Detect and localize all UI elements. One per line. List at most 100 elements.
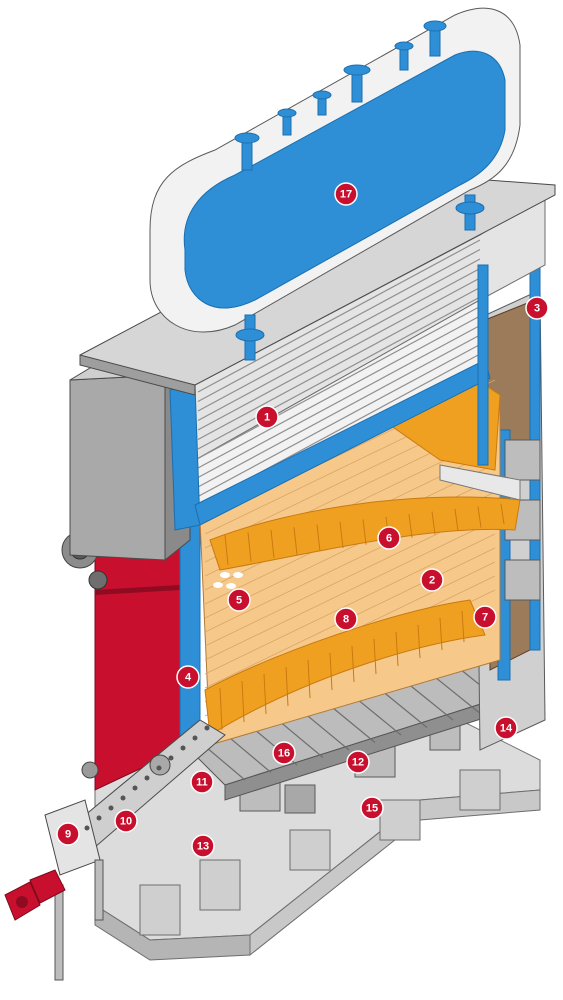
arch-brick bbox=[219, 687, 223, 731]
fuel-feeder bbox=[4, 719, 226, 981]
tube-line bbox=[197, 334, 481, 488]
tube-line bbox=[197, 296, 481, 450]
arch-brick bbox=[316, 524, 321, 552]
marker-label: 10 bbox=[120, 816, 132, 828]
tube-line bbox=[197, 343, 481, 498]
chain-link bbox=[84, 825, 90, 831]
air-nozzle bbox=[439, 464, 521, 501]
arch-brick bbox=[461, 610, 465, 643]
chain-link bbox=[156, 765, 162, 771]
arch-brick bbox=[431, 511, 436, 535]
arch-brick bbox=[241, 680, 245, 723]
arch-brick bbox=[307, 659, 311, 699]
tube-line bbox=[197, 248, 481, 403]
chain-link bbox=[132, 785, 138, 791]
grate-link bbox=[433, 675, 480, 713]
arch-brick bbox=[293, 527, 298, 555]
arch-brick bbox=[500, 503, 505, 525]
marker-6: 6 bbox=[377, 526, 401, 550]
arch-brick bbox=[339, 521, 344, 549]
chain-link bbox=[144, 775, 150, 781]
chain-link bbox=[96, 815, 102, 821]
marker-label: 14 bbox=[500, 723, 513, 735]
grate-link bbox=[303, 712, 350, 751]
grate-link bbox=[407, 683, 454, 721]
marker-label: 9 bbox=[65, 829, 71, 841]
marker-label: 11 bbox=[196, 777, 208, 789]
marker-7: 7 bbox=[473, 605, 497, 629]
marker-label: 1 bbox=[264, 412, 270, 424]
grate-link bbox=[355, 697, 402, 736]
marker-3: 3 bbox=[525, 296, 549, 320]
arch-brick bbox=[408, 514, 413, 538]
marker-8: 8 bbox=[334, 607, 358, 631]
arch-brick bbox=[351, 645, 355, 683]
marker-17: 17 bbox=[334, 182, 358, 206]
marker-1: 1 bbox=[255, 405, 279, 429]
marker-4: 4 bbox=[176, 665, 200, 689]
marker-9: 9 bbox=[56, 822, 80, 846]
lower-arch-bricks bbox=[219, 610, 465, 731]
marker-13: 13 bbox=[191, 834, 215, 858]
arch-brick bbox=[263, 673, 267, 715]
marker-label: 5 bbox=[236, 595, 242, 607]
chain-link bbox=[192, 735, 198, 741]
marker-label: 2 bbox=[429, 575, 435, 587]
arch-brick bbox=[477, 506, 482, 528]
chain-link bbox=[168, 755, 174, 761]
tube-lines bbox=[197, 239, 481, 517]
marker-label: 13 bbox=[197, 841, 209, 853]
marker-10: 10 bbox=[114, 809, 138, 833]
arch-brick bbox=[224, 534, 229, 566]
marker-label: 17 bbox=[340, 189, 352, 201]
grate-link bbox=[381, 690, 428, 728]
arch-brick bbox=[417, 624, 421, 659]
arch-brick bbox=[454, 508, 459, 532]
drive-motor-icon bbox=[4, 869, 66, 921]
marker-16: 16 bbox=[272, 741, 296, 765]
tube-line bbox=[197, 324, 481, 479]
marker-11: 11 bbox=[190, 770, 214, 794]
lower-arch bbox=[204, 599, 486, 736]
arch-brick bbox=[395, 631, 399, 667]
air-holes bbox=[213, 572, 243, 589]
brick-line bbox=[204, 519, 496, 661]
side-wall bbox=[94, 509, 201, 791]
marker-label: 6 bbox=[386, 533, 392, 545]
marker-label: 16 bbox=[278, 748, 290, 760]
tube-line bbox=[197, 258, 481, 412]
arch-brick bbox=[270, 529, 275, 559]
arch-brick bbox=[329, 652, 333, 691]
tube-line bbox=[197, 239, 481, 393]
marker-14: 14 bbox=[494, 716, 518, 740]
chain-link bbox=[120, 795, 126, 801]
arch-brick bbox=[439, 617, 443, 651]
chain-link bbox=[108, 805, 114, 811]
tube-line bbox=[197, 267, 481, 422]
water-walls bbox=[169, 264, 491, 531]
tube-line bbox=[197, 286, 481, 441]
grate-link bbox=[225, 734, 272, 773]
arch-brick bbox=[362, 519, 367, 545]
marker-label: 3 bbox=[534, 303, 540, 315]
marker-2: 2 bbox=[420, 568, 444, 592]
arch-brick bbox=[247, 532, 252, 562]
tube-line bbox=[197, 315, 481, 469]
marker-label: 15 bbox=[366, 803, 378, 815]
chain-link bbox=[180, 745, 186, 751]
tube-line bbox=[197, 277, 481, 431]
arch-brick bbox=[373, 638, 377, 675]
chain-link bbox=[204, 725, 210, 731]
steam-drum bbox=[149, 7, 521, 361]
brick-line bbox=[204, 533, 496, 675]
marker-12: 12 bbox=[346, 750, 370, 774]
marker-label: 4 bbox=[185, 672, 192, 684]
grate-link bbox=[277, 719, 324, 758]
arch-brick bbox=[285, 666, 289, 707]
marker-label: 8 bbox=[343, 614, 349, 626]
marker-label: 12 bbox=[352, 757, 364, 769]
marker-5: 5 bbox=[227, 588, 251, 612]
marker-15: 15 bbox=[360, 796, 384, 820]
